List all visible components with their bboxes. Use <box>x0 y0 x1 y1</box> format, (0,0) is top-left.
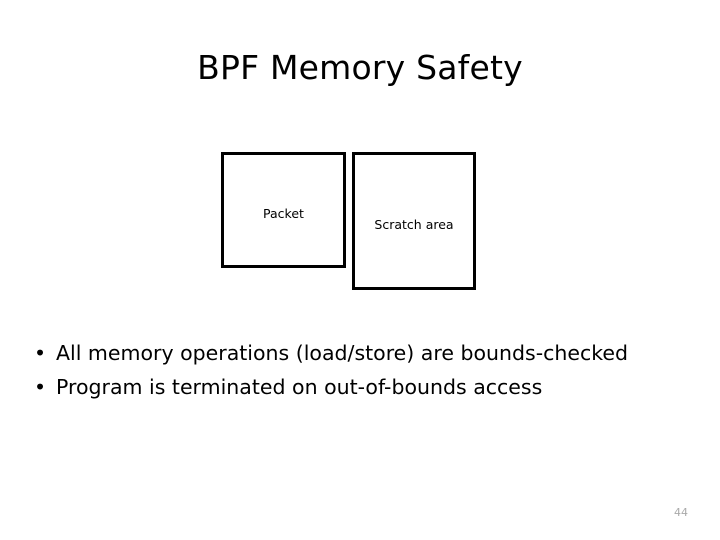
bullet-item-text: Program is terminated on out-of-bounds a… <box>56 375 543 399</box>
memory-box-scratch-area: Scratch area <box>352 152 476 290</box>
bullet-marker-icon: • <box>34 375 47 399</box>
page-title: BPF Memory Safety <box>197 48 523 87</box>
bullet-item: • Program is terminated on out-of-bounds… <box>26 370 706 404</box>
bullet-marker-icon: • <box>34 341 47 365</box>
bullet-list: • All memory operations (load/store) are… <box>26 336 706 404</box>
memory-box-packet: Packet <box>221 152 346 268</box>
page-number: 44 <box>674 506 688 519</box>
bullet-item-text: All memory operations (load/store) are b… <box>56 341 629 365</box>
memory-box-packet-label: Packet <box>263 206 304 221</box>
bullet-item: • All memory operations (load/store) are… <box>26 336 706 370</box>
memory-box-scratch-area-label: Scratch area <box>374 217 454 232</box>
